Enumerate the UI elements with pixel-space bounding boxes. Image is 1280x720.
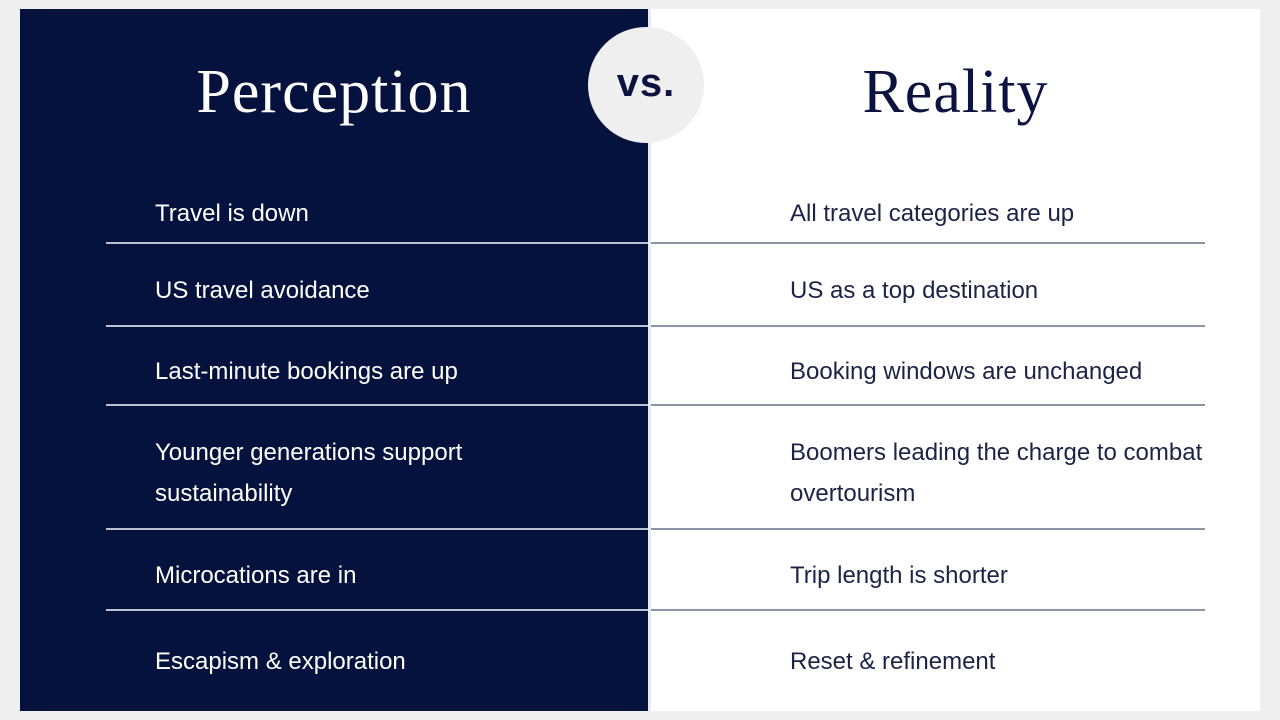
reality-cell: US as a top destination [648, 244, 1260, 327]
reality-cell: Boomers leading the charge to combat ove… [648, 406, 1260, 530]
perception-panel [20, 9, 648, 711]
perception-heading: Perception [196, 58, 472, 126]
reality-text: Reset & refinement [790, 648, 996, 676]
perception-cell: Microcations are in [20, 530, 648, 611]
perception-text: Younger generations support sustainabili… [155, 439, 463, 507]
perception-text: Last-minute bookings are up [155, 358, 458, 386]
reality-cell: Reset & refinement [648, 611, 1260, 702]
comparison-row: Last-minute bookings are up Booking wind… [20, 327, 1260, 406]
perception-text: Escapism & exploration [155, 648, 406, 676]
perception-cell: US travel avoidance [20, 244, 648, 327]
reality-text: Trip length is shorter [790, 562, 1008, 590]
comparison-row: Travel is down All travel categories are… [20, 173, 1260, 244]
reality-cell: All travel categories are up [648, 173, 1260, 244]
comparison-row: US travel avoidance US as a top destinat… [20, 244, 1260, 327]
reality-text: US as a top destination [790, 277, 1039, 305]
perception-text: Microcations are in [155, 562, 357, 590]
perception-cell: Escapism & exploration [20, 611, 648, 702]
vs-label: vs. [616, 61, 676, 105]
reality-panel [651, 9, 1260, 711]
perception-cell: Last-minute bookings are up [20, 327, 648, 406]
reality-heading: Reality [862, 58, 1049, 126]
comparison-row: Microcations are in Trip length is short… [20, 530, 1260, 611]
comparison-row: Escapism & exploration Reset & refinemen… [20, 611, 1260, 702]
comparison-row: Younger generations support sustainabili… [20, 406, 1260, 530]
comparison-rows: Travel is down All travel categories are… [20, 173, 1260, 702]
reality-text: All travel categories are up [790, 200, 1075, 228]
reality-cell: Booking windows are unchanged [648, 327, 1260, 406]
perception-cell: Travel is down [20, 173, 648, 244]
perception-text: Travel is down [155, 200, 309, 228]
perception-text: US travel avoidance [155, 277, 370, 305]
vs-badge: vs. [588, 27, 704, 143]
comparison-slide: Perception Reality vs. Travel is down Al… [20, 9, 1260, 711]
perception-cell: Younger generations support sustainabili… [20, 406, 648, 530]
reality-text: Booking windows are unchanged [790, 358, 1143, 386]
reality-cell: Trip length is shorter [648, 530, 1260, 611]
reality-text: Boomers leading the charge to combat ove… [790, 439, 1203, 507]
